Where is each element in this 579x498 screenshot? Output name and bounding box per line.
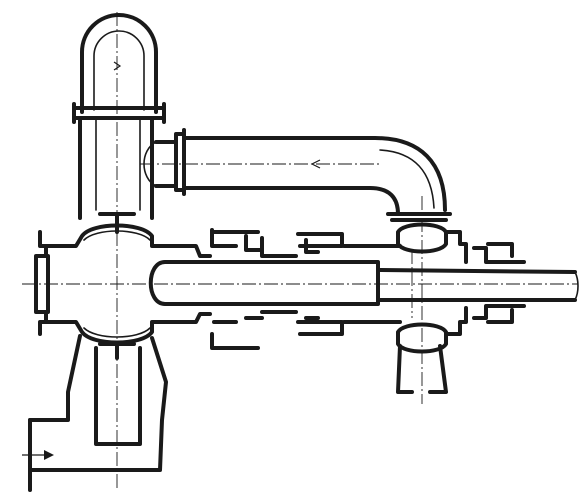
suction-column-inner bbox=[94, 346, 142, 446]
casing-lower-outline bbox=[38, 312, 212, 345]
return-pipe-arrow bbox=[310, 159, 321, 169]
shaft-sleeve bbox=[148, 260, 380, 306]
discharge-nozzle bbox=[396, 344, 448, 394]
shaft bbox=[376, 268, 577, 302]
eye-lower-ring bbox=[83, 327, 151, 338]
right-housing bbox=[396, 222, 526, 394]
right-lower-volute bbox=[396, 322, 448, 354]
flow-arrows bbox=[22, 61, 321, 460]
seal-upper-2 bbox=[296, 232, 344, 254]
suction-column bbox=[28, 334, 168, 492]
seal-lower-3 bbox=[260, 310, 402, 324]
discharge-column bbox=[72, 13, 166, 234]
bearing-lower bbox=[472, 304, 526, 324]
seal-lower-1 bbox=[210, 316, 264, 350]
discharge-column-dome-inner bbox=[93, 30, 145, 111]
shaft-assembly bbox=[148, 260, 579, 306]
return-pipe-flange-left bbox=[174, 128, 186, 196]
seal-upper-3 bbox=[260, 236, 402, 258]
seal-lower-2 bbox=[296, 316, 344, 336]
centre-lines bbox=[22, 12, 578, 490]
right-upper-volute bbox=[396, 222, 448, 254]
casing-upper-outline bbox=[38, 223, 212, 258]
return-pipe bbox=[143, 128, 452, 222]
discharge-column-dome bbox=[80, 13, 158, 114]
column-flow-mark bbox=[113, 61, 122, 71]
discharge-column-flange bbox=[72, 102, 166, 124]
return-pipe-bottom-flange bbox=[386, 212, 452, 222]
right-upper-body bbox=[444, 230, 468, 264]
bearing-upper bbox=[472, 242, 526, 264]
return-pipe-lower-wall bbox=[154, 184, 400, 216]
stage-seals bbox=[210, 228, 402, 350]
return-pipe-bend-inner bbox=[379, 149, 435, 209]
seal-upper-1 bbox=[210, 228, 264, 252]
right-lower-body bbox=[444, 306, 468, 336]
inlet-arrow bbox=[44, 450, 54, 460]
shaft-end bbox=[574, 271, 579, 301]
discharge-column-inner-wall bbox=[95, 119, 141, 211]
eye-upper-ring bbox=[83, 230, 151, 241]
return-pipe-upper-wall bbox=[154, 136, 447, 212]
central-casing bbox=[34, 223, 212, 345]
